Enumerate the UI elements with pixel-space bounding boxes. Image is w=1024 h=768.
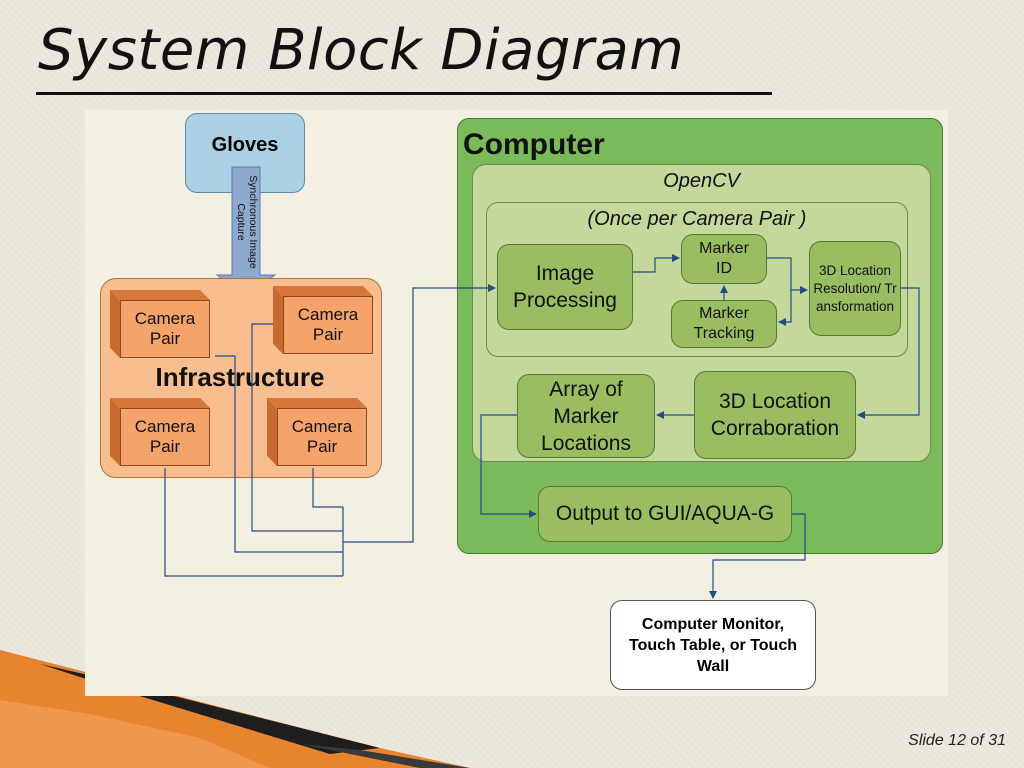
location-resolution-box: 3D Location Resolution/ Transformation <box>809 241 901 336</box>
system-block-diagram: Gloves Synchronous Image Capture Camera … <box>85 110 948 696</box>
camera-pair-label: Camera Pair <box>277 408 367 466</box>
location-resolution-label: 3D Location Resolution/ Transformation <box>813 262 897 314</box>
computer-label: Computer <box>463 128 605 161</box>
marker-id-label: Marker ID <box>699 240 749 277</box>
slide-number: Slide 12 of 31 <box>908 732 1006 749</box>
camera-pair-2: Camera Pair <box>273 286 373 354</box>
camera-pair-4: Camera Pair <box>267 398 367 466</box>
camera-connector <box>164 468 343 577</box>
camera-merge <box>342 288 495 576</box>
camera-pair-1: Camera Pair <box>110 290 210 358</box>
marker-tracking-label: Marker Tracking <box>693 305 755 342</box>
infrastructure-label: Infrastructure <box>155 362 325 392</box>
marker-tracking-box: Marker Tracking <box>671 300 777 348</box>
camera-connector <box>251 323 343 532</box>
camera-connector <box>215 355 343 553</box>
resolution-to-tracking-arrow <box>778 290 792 326</box>
camera-pair-label: Camera Pair <box>120 408 210 466</box>
slide-title: System Block Diagram <box>38 18 685 83</box>
output-gui-label: Output to GUI/AQUA-G <box>555 502 775 525</box>
opencv-label: OpenCV <box>663 170 740 192</box>
camera-connector <box>312 468 343 508</box>
location-corroboration-label: 3D Location Corraboration <box>710 390 840 440</box>
image-processing-box: Image Processing <box>497 244 633 330</box>
monitor-label: Computer Monitor, Touch Table, or Touch … <box>629 615 797 675</box>
marker-id-to-resolution-arrow <box>767 257 808 294</box>
resolution-to-corroboration-arrow <box>857 287 920 419</box>
output-to-monitor-arrow <box>709 513 806 599</box>
output-gui-box: Output to GUI/AQUA-G <box>538 486 792 542</box>
array-marker-locations-box: Array of Marker Locations <box>517 374 655 458</box>
connector-lines <box>164 254 920 599</box>
camera-pair-3: Camera Pair <box>110 398 210 466</box>
location-corroboration-box: 3D Location Corraboration <box>694 371 856 459</box>
camera-pair-label: Camera Pair <box>120 300 210 358</box>
image-to-marker-id-arrow <box>633 254 680 273</box>
image-processing-label: Image Processing <box>513 262 617 312</box>
title-underline <box>36 92 772 95</box>
per-camera-pair-label: (Once per Camera Pair ) <box>587 208 807 230</box>
array-to-output-arrow <box>480 414 537 518</box>
gloves-label: Gloves <box>211 134 279 156</box>
camera-pair-label: Camera Pair <box>283 296 373 354</box>
array-marker-locations-label: Array of Marker Locations <box>541 377 631 455</box>
marker-id-box: Marker ID <box>681 234 767 284</box>
monitor-box: Computer Monitor, Touch Table, or Touch … <box>610 600 816 690</box>
